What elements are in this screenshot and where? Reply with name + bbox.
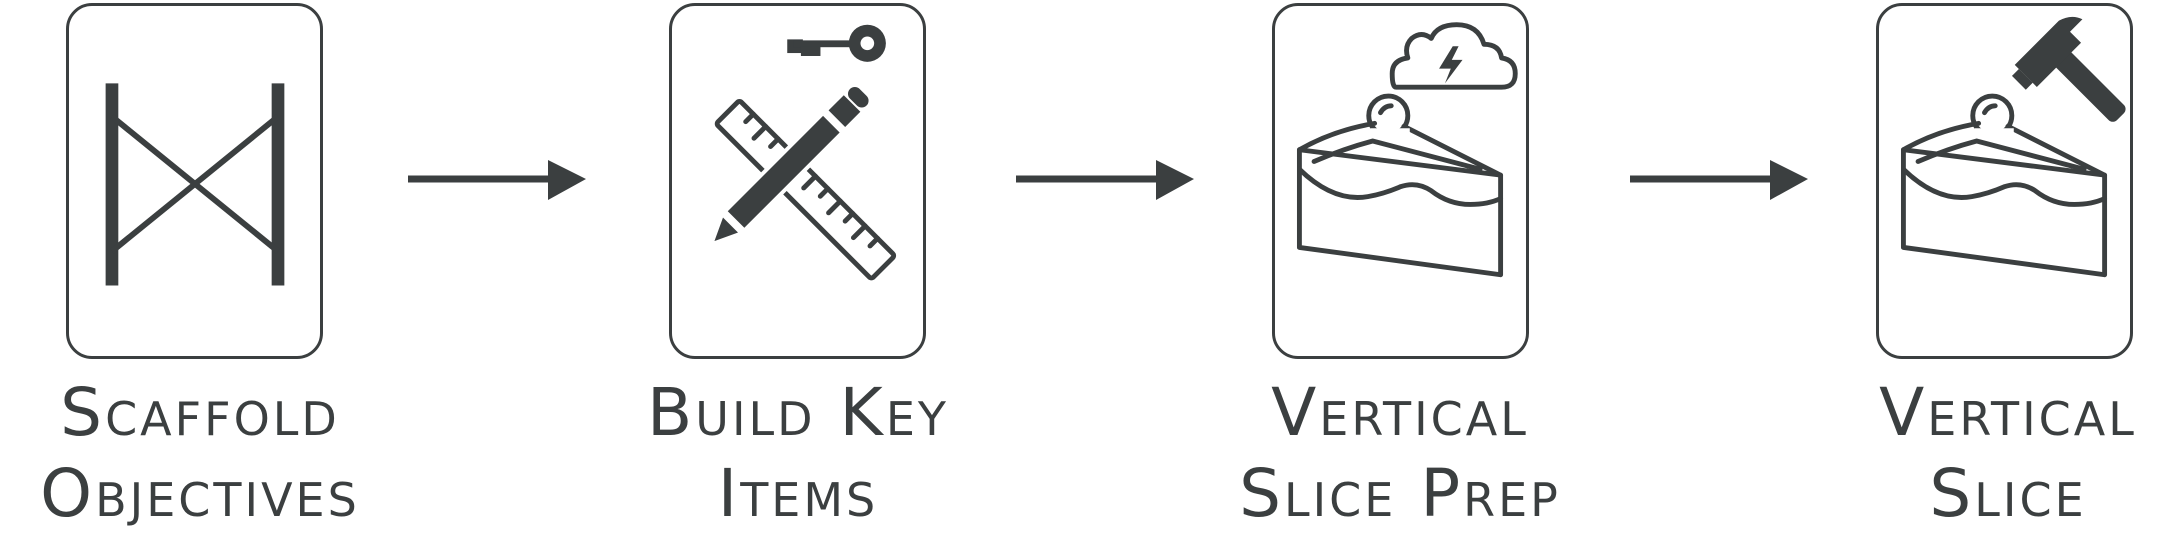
cake-slice-storm-cloud-icon [1296,22,1518,278]
step-label-line1: Build Key [647,374,949,451]
arrow-right-icon [1016,160,1194,200]
step-card-build [669,3,926,359]
key-icon [787,24,886,62]
ruler-icon [714,99,897,281]
step-card-scaffold [66,3,323,359]
step-label-line2: Slice [1929,455,2087,532]
hammer-icon [2011,16,2126,122]
pencil-ruler-key-icon [707,24,897,281]
pencil-icon [707,86,869,248]
flow-arrow-3 [1630,160,1810,204]
step-label-scaffold: Scaffold Objectives [0,372,400,534]
step-label-slice: Vertical Slice [1808,372,2159,534]
storm-cloud-icon [1389,22,1518,90]
step-label-line2: Slice Prep [1239,455,1561,532]
step-card-slice [1876,3,2133,359]
step-label-line2: Objectives [40,455,360,532]
step-label-prep: Vertical Slice Prep [1200,372,1600,534]
step-label-line2: Items [717,455,879,532]
flow-arrow-2 [1016,160,1196,204]
bowtie-icon [105,83,285,286]
step-label-line1: Vertical [1879,374,2137,451]
flow-arrow-1 [408,160,588,204]
step-label-line1: Scaffold [60,374,340,451]
cake-slice-hammer-icon [1900,16,2126,278]
step-label-line1: Vertical [1271,374,1529,451]
arrow-right-icon [1630,160,1808,200]
step-card-prep [1272,3,1529,359]
arrow-right-icon [408,160,586,200]
step-label-build: Build Key Items [598,372,998,534]
